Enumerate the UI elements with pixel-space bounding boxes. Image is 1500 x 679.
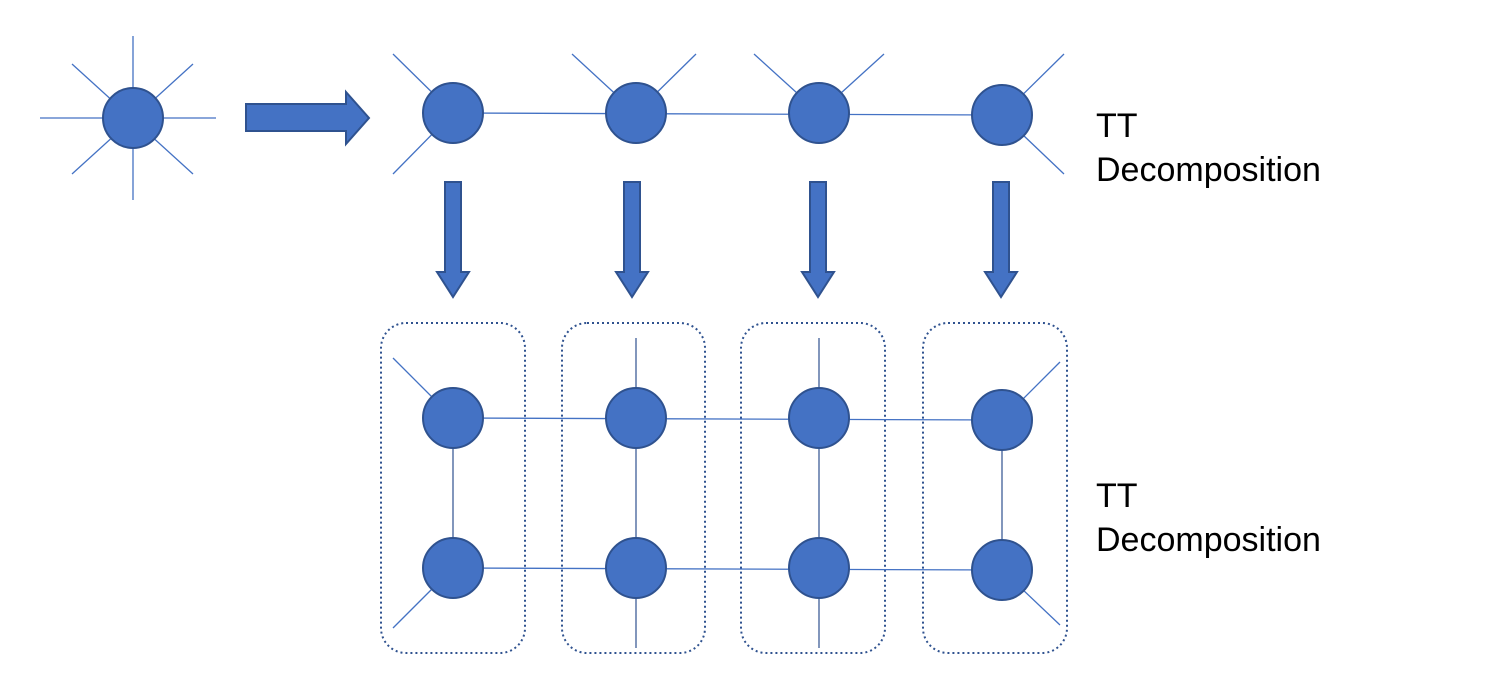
grid-node-2-4 <box>971 539 1033 601</box>
grid-node-2-1 <box>422 537 484 599</box>
grid-node-1-3 <box>788 387 850 449</box>
original-tensor <box>40 36 216 200</box>
down-arrow-2 <box>614 181 650 299</box>
grid-node-1-4 <box>971 389 1033 451</box>
down-arrow-3 <box>800 181 836 299</box>
tt-core-4 <box>971 84 1033 146</box>
tensor-node <box>102 87 164 149</box>
group-box-2 <box>561 322 706 654</box>
group-box-1 <box>380 322 526 654</box>
down-arrow-4 <box>983 181 1019 299</box>
group-box-3 <box>740 322 886 654</box>
down-arrows <box>435 181 1019 299</box>
down-arrow-1 <box>435 181 471 299</box>
grid-node-1-1 <box>422 387 484 449</box>
top-label-line2: Decomposition <box>1096 151 1321 189</box>
tt-core-1 <box>422 82 484 144</box>
bottom-label-line1: TT <box>1096 477 1138 515</box>
tt-core-2 <box>605 82 667 144</box>
top-label-line1: TT <box>1096 107 1138 145</box>
grid-node-2-2 <box>605 537 667 599</box>
grid-node-1-2 <box>605 387 667 449</box>
tt-grid-bottom <box>380 322 1068 654</box>
tt-core-3 <box>788 82 850 144</box>
grid-node-2-3 <box>788 537 850 599</box>
right-arrow <box>245 89 371 147</box>
bottom-label-line2: Decomposition <box>1096 521 1321 559</box>
top-label: TT Decomposition <box>1096 104 1321 192</box>
bottom-label: TT Decomposition <box>1096 474 1321 562</box>
group-box-4 <box>922 322 1068 654</box>
tt-chain-top <box>392 53 1065 175</box>
